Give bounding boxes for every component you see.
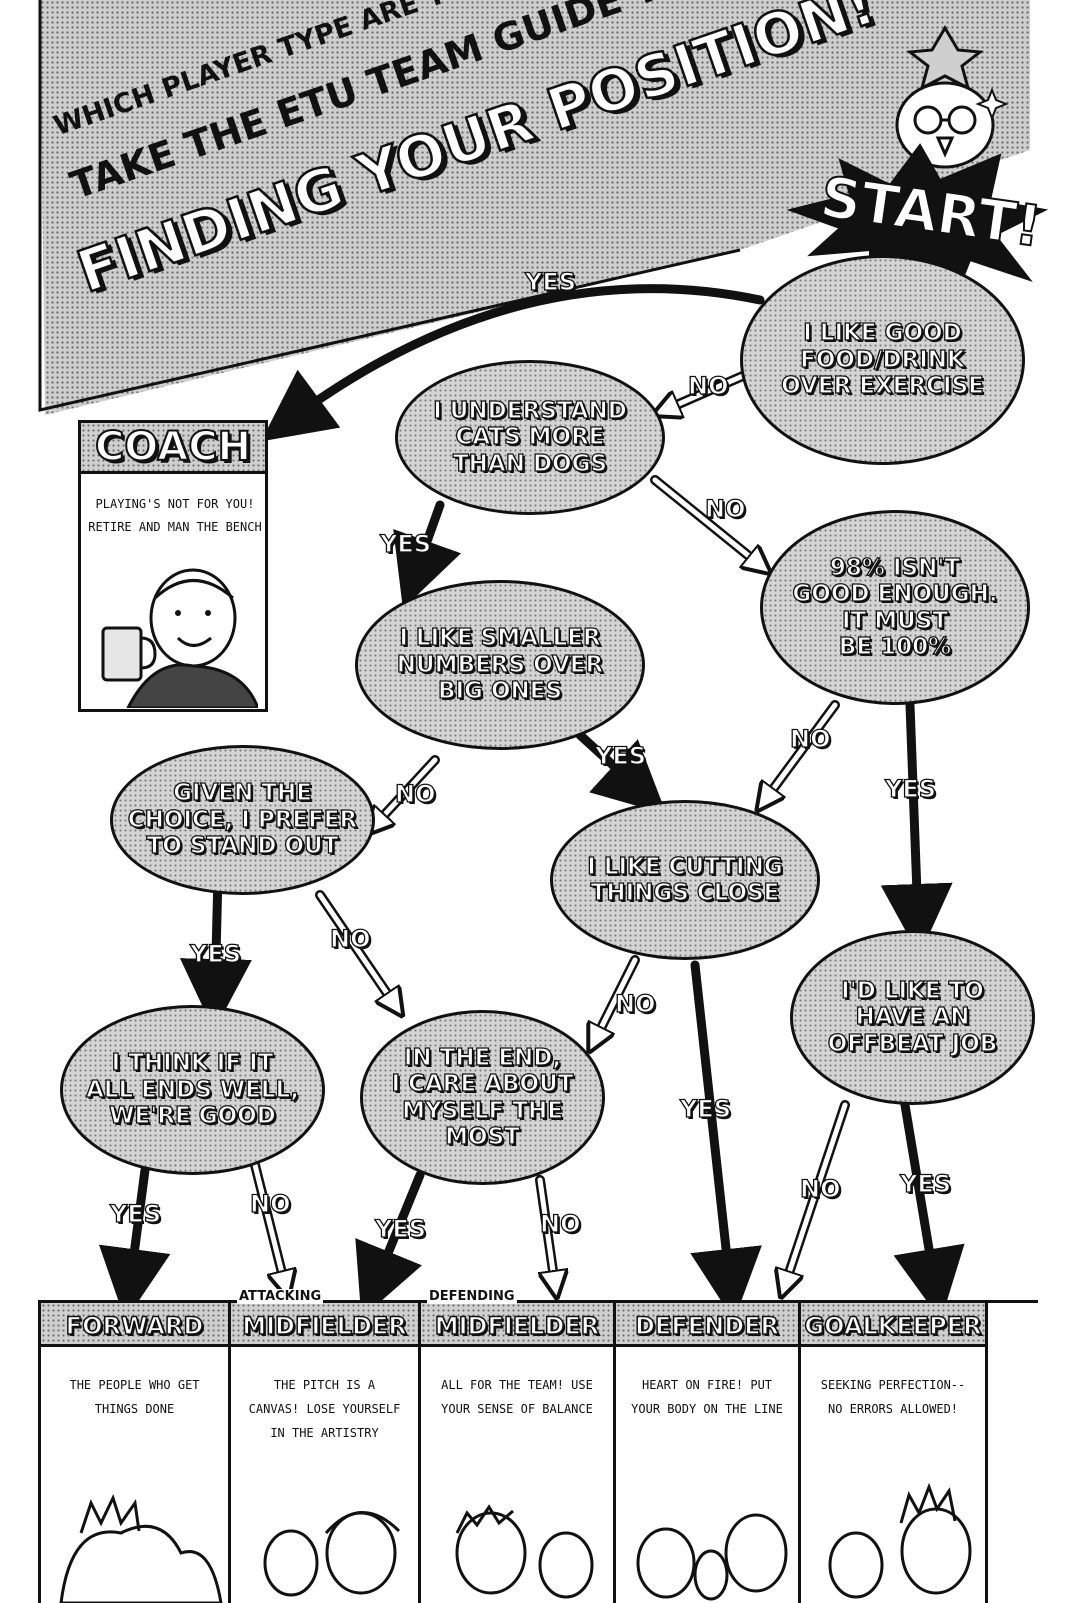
coach-title: COACH bbox=[94, 423, 252, 471]
label-perfect-no: NO bbox=[789, 724, 831, 753]
position-attacking-midfielder-title: MIDFIELDER bbox=[241, 1311, 407, 1341]
question-offbeat-job: I'D LIKE TO HAVE AN OFFBEAT JOB bbox=[790, 930, 1035, 1105]
position-attacking-sub: ATTACKING bbox=[237, 1289, 324, 1304]
defender-players-icon bbox=[636, 1513, 788, 1601]
position-goalkeeper: GOALKEEPER SEEKING PERFECTION-- NO ERROR… bbox=[798, 1303, 988, 1603]
position-attacking-midfielder: ATTACKING MIDFIELDER THE PITCH IS A CANV… bbox=[228, 1289, 418, 1603]
start-starburst bbox=[786, 143, 1049, 300]
position-defender-desc: HEART ON FIRE! PUT YOUR BODY ON THE LINE bbox=[631, 1378, 783, 1416]
defending-midfielder-players-icon bbox=[455, 1504, 594, 1599]
arrow-numbers-no bbox=[375, 757, 438, 825]
question-ends-well: I THINK IF IT ALL ENDS WELL, WE'RE GOOD bbox=[60, 1005, 325, 1175]
arrow-offbeat-yes bbox=[893, 1100, 965, 1321]
goalkeeper-players-icon bbox=[828, 1482, 972, 1599]
position-defender-header: DEFENDER bbox=[616, 1303, 798, 1347]
coach-portrait-icon bbox=[101, 568, 258, 708]
question-cats-dogs: I UNDERSTAND CATS MORE THAN DOGS bbox=[395, 360, 665, 515]
attacking-midfielder-players-icon bbox=[263, 1511, 401, 1597]
position-forward: FORWARD THE PEOPLE WHO GET THINGS DONE bbox=[38, 1303, 228, 1603]
label-food-no: NO bbox=[687, 371, 729, 400]
coach-description: PLAYING'S NOT FOR YOU! RETIRE AND MAN TH… bbox=[85, 493, 265, 539]
arrow-standout-yes bbox=[179, 870, 252, 1031]
arrow-myself-yes bbox=[355, 1170, 425, 1319]
label-close-no: NO bbox=[614, 989, 656, 1018]
position-goalkeeper-header: GOALKEEPER bbox=[801, 1303, 985, 1347]
position-goalkeeper-desc: SEEKING PERFECTION-- NO ERRORS ALLOWED! bbox=[820, 1378, 966, 1416]
position-defending-midfielder-title: MIDFIELDER bbox=[434, 1311, 600, 1341]
position-defender: DEFENDER HEART ON FIRE! PUT YOUR BODY ON… bbox=[613, 1303, 798, 1603]
position-forward-title: FORWARD bbox=[65, 1311, 204, 1341]
coach-header: COACH bbox=[81, 423, 265, 474]
label-food-yes: YES bbox=[524, 267, 577, 296]
label-cats-no: NO bbox=[704, 494, 746, 523]
question-care-myself: IN THE END, I CARE ABOUT MYSELF THE MOST bbox=[360, 1010, 605, 1185]
arrow-food-yes bbox=[261, 284, 765, 442]
label-close-yes: YES bbox=[679, 1094, 732, 1123]
banner-outline bbox=[38, 0, 741, 412]
arrow-close-yes bbox=[690, 960, 762, 1321]
arrow-offbeat-no bbox=[785, 1102, 848, 1285]
arrow-endswell-yes bbox=[98, 1165, 171, 1321]
position-forward-desc: THE PEOPLE WHO GET THINGS DONE bbox=[69, 1378, 200, 1416]
question-stand-out: GIVEN THE CHOICE, I PREFER TO STAND OUT bbox=[110, 745, 375, 895]
position-defender-title: DEFENDER bbox=[634, 1311, 780, 1341]
coach-desc-line-2: RETIRE AND MAN THE BENCH bbox=[88, 519, 262, 534]
label-numbers-no: NO bbox=[394, 779, 436, 808]
arrow-perfect-yes bbox=[880, 700, 953, 956]
position-attacking-midfielder-desc: THE PITCH IS A CANVAS! LOSE YOURSELF IN … bbox=[248, 1378, 401, 1440]
label-offbeat-yes: YES bbox=[899, 1169, 952, 1198]
position-defending-midfielder: DEFENDING MIDFIELDER ALL FOR THE TEAM! U… bbox=[418, 1289, 613, 1603]
question-good-food: I LIKE GOOD FOOD/DRINK OVER EXERCISE bbox=[740, 255, 1025, 465]
arrow-close-no bbox=[595, 957, 638, 1040]
coach-desc-line-1: PLAYING'S NOT FOR YOU! bbox=[95, 497, 255, 511]
coach-result-card: COACH PLAYING'S NOT FOR YOU! RETIRE AND … bbox=[78, 420, 268, 712]
positions-strip: FORWARD THE PEOPLE WHO GET THINGS DONE A… bbox=[38, 1289, 1038, 1603]
question-cutting-close: I LIKE CUTTING THINGS CLOSE bbox=[550, 800, 820, 960]
arrow-myself-no bbox=[537, 1177, 555, 1285]
label-endswell-yes: YES bbox=[109, 1199, 162, 1228]
label-standout-yes: YES bbox=[189, 939, 242, 968]
label-myself-no: NO bbox=[539, 1209, 581, 1238]
forward-players-icon bbox=[59, 1493, 223, 1603]
arrow-endswell-no bbox=[252, 1162, 285, 1285]
label-perfect-yes: YES bbox=[884, 774, 937, 803]
arrow-perfect-no bbox=[765, 702, 838, 800]
position-defending-midfielder-header: DEFENDING MIDFIELDER bbox=[421, 1289, 613, 1347]
label-endswell-no: NO bbox=[249, 1189, 291, 1218]
arrow-standout-no bbox=[317, 892, 395, 1005]
label-offbeat-no: NO bbox=[799, 1174, 841, 1203]
position-defending-midfielder-desc: ALL FOR THE TEAM! USE YOUR SENSE OF BALA… bbox=[441, 1378, 593, 1416]
label-numbers-yes: YES bbox=[594, 741, 647, 770]
arrow-cats-no bbox=[652, 477, 760, 565]
question-smaller-numbers: I LIKE SMALLER NUMBERS OVER BIG ONES bbox=[355, 580, 645, 750]
position-attacking-midfielder-header: ATTACKING MIDFIELDER bbox=[231, 1289, 418, 1347]
label-standout-no: NO bbox=[329, 924, 371, 953]
label-cats-yes: YES bbox=[379, 529, 432, 558]
question-perfection: 98% ISN'T GOOD ENOUGH. IT MUST BE 100% bbox=[760, 510, 1030, 705]
position-forward-header: FORWARD bbox=[41, 1303, 228, 1347]
position-goalkeeper-title: GOALKEEPER bbox=[804, 1311, 983, 1341]
label-myself-yes: YES bbox=[374, 1214, 427, 1243]
arrow-food-no bbox=[665, 372, 748, 410]
arrow-numbers-yes bbox=[575, 730, 667, 815]
arrow-cats-yes bbox=[393, 500, 462, 609]
position-defending-sub: DEFENDING bbox=[427, 1289, 517, 1304]
